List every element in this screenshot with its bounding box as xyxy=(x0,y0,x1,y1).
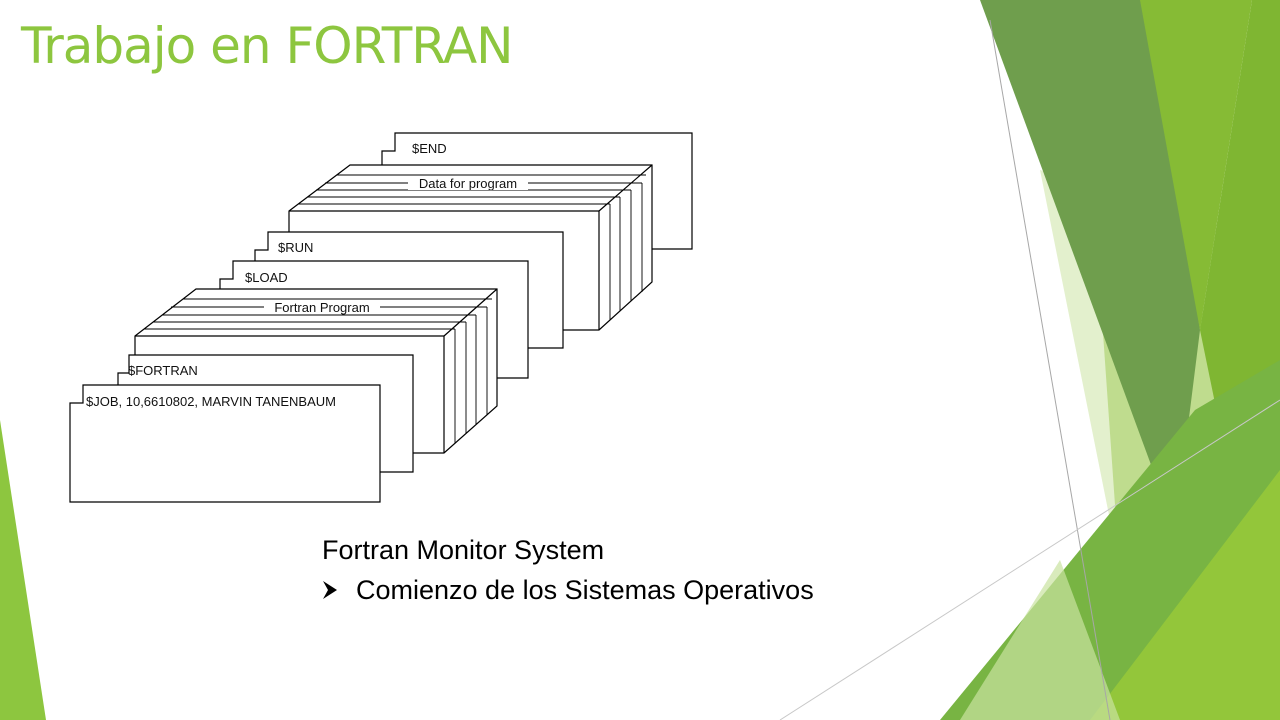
card-job: $JOB, 10,6610802, MARVIN TANENBAUM xyxy=(69,384,381,503)
decor-pale-lower xyxy=(960,560,1120,720)
decor-dark-triangle xyxy=(980,0,1200,530)
caption: Fortran Monitor System Comienzo de los S… xyxy=(322,530,814,610)
slide-title: Trabajo en FORTRAN xyxy=(21,17,514,75)
decor-left-sliver xyxy=(0,420,46,720)
caption-heading: Fortran Monitor System xyxy=(322,535,605,565)
arrow-bullet-icon xyxy=(323,581,337,599)
decor-thin-line-1 xyxy=(989,19,1111,720)
card-fortran-label: $FORTRAN xyxy=(128,363,198,378)
card-job-label: $JOB, 10,6610802, MARVIN TANENBAUM xyxy=(86,394,336,409)
card-load-label: $LOAD xyxy=(245,270,288,285)
caption-bullet: Comienzo de los Sistemas Operativos xyxy=(322,570,814,610)
decor-thin-line-2 xyxy=(779,399,1280,720)
decor-bottom-right xyxy=(1090,470,1280,720)
card-run-label: $RUN xyxy=(278,240,313,255)
card-program-label: Fortran Program xyxy=(274,300,369,315)
card-end-label: $END xyxy=(412,141,447,156)
caption-bullet-text: Comienzo de los Sistemas Operativos xyxy=(356,575,814,605)
card-data-label: Data for program xyxy=(419,176,517,191)
decor-green-strip xyxy=(1140,0,1252,330)
